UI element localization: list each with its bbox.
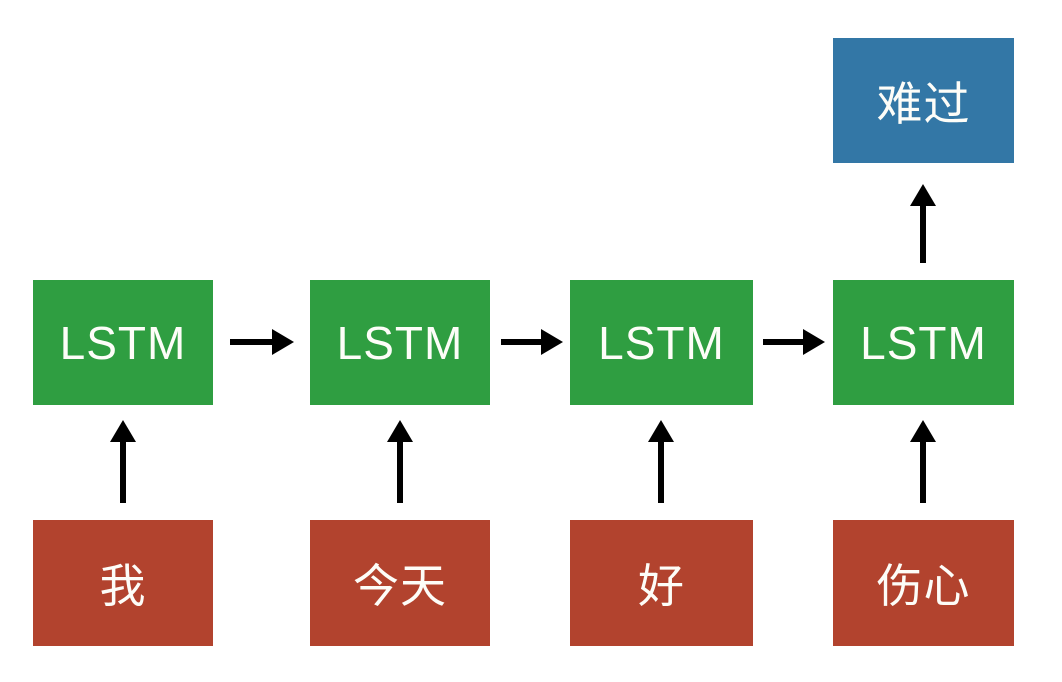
input-box-4: 伤心 <box>833 520 1014 646</box>
arrow-up-head <box>387 420 413 442</box>
lstm-cell-3: LSTM <box>570 280 753 405</box>
input-box-2: 今天 <box>310 520 490 646</box>
arrow-up-output <box>910 184 936 263</box>
arrow-up-shaft <box>397 442 403 503</box>
arrow-right-shaft <box>230 339 272 345</box>
input-token-label: 伤心 <box>876 560 971 612</box>
arrow-up-input-2 <box>387 420 413 503</box>
output-box: 难过 <box>833 38 1014 163</box>
arrow-up-shaft <box>920 206 926 263</box>
arrow-right-cell1-cell2 <box>230 329 294 355</box>
input-token-label: 今天 <box>353 560 447 612</box>
arrow-up-shaft <box>658 442 664 503</box>
arrow-right-cell2-cell3 <box>501 329 563 355</box>
lstm-cell-2: LSTM <box>310 280 490 405</box>
input-token-label: 好 <box>638 560 685 612</box>
arrow-up-shaft <box>920 442 926 503</box>
arrow-right-head <box>541 329 563 355</box>
lstm-cell-label: LSTM <box>860 316 987 369</box>
lstm-cell-1: LSTM <box>33 280 213 405</box>
arrow-up-shaft <box>120 442 126 503</box>
arrow-right-shaft <box>501 339 541 345</box>
arrow-up-head <box>648 420 674 442</box>
lstm-cell-4: LSTM <box>833 280 1014 405</box>
input-box-1: 我 <box>33 520 213 646</box>
arrow-right-shaft <box>763 339 803 345</box>
arrow-up-head <box>910 184 936 206</box>
output-label: 难过 <box>876 77 971 130</box>
arrow-right-cell3-cell4 <box>763 329 825 355</box>
arrow-right-head <box>272 329 294 355</box>
arrow-up-input-3 <box>648 420 674 503</box>
arrow-up-input-4 <box>910 420 936 503</box>
input-box-3: 好 <box>570 520 753 646</box>
arrow-right-head <box>803 329 825 355</box>
lstm-cell-label: LSTM <box>59 316 187 369</box>
lstm-cell-label: LSTM <box>336 316 464 369</box>
input-token-label: 我 <box>99 560 147 612</box>
lstm-cell-label: LSTM <box>598 316 725 369</box>
arrow-up-input-1 <box>110 420 136 503</box>
arrow-up-head <box>110 420 136 442</box>
arrow-up-head <box>910 420 936 442</box>
